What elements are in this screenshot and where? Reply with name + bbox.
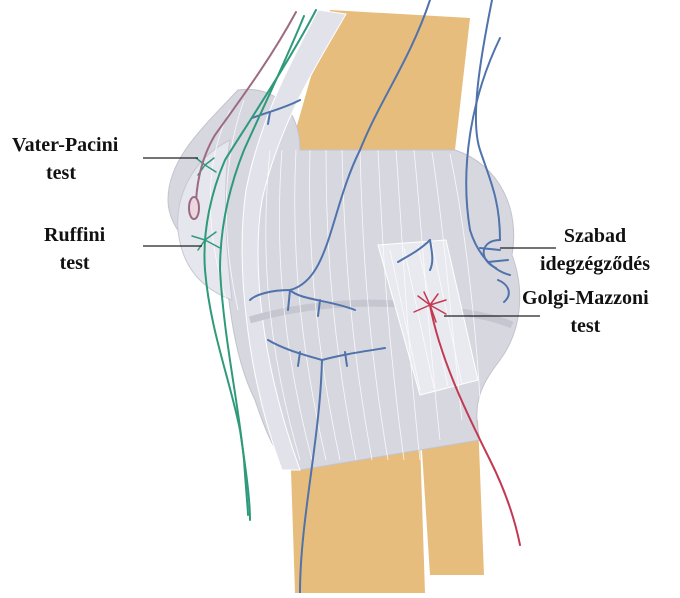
label-ruffini-line1: Ruffini xyxy=(44,224,106,246)
leader-lines xyxy=(143,157,556,317)
green-nerve-2 xyxy=(218,15,305,516)
label-golgi-mazzoni-line2: test xyxy=(570,315,601,337)
label-ruffini: Ruffini test xyxy=(44,221,105,277)
femur-shaft xyxy=(290,10,470,150)
label-golgi-mazzoni-line1: Golgi-Mazzoni xyxy=(522,287,649,309)
bones xyxy=(290,10,484,593)
label-szabad: Szabad idegzégződés xyxy=(540,222,650,278)
label-vater-pacini-line2: test xyxy=(46,162,76,184)
ligament-band xyxy=(241,9,347,471)
label-szabad-line2: idegzégződés xyxy=(540,253,650,275)
capsule-fibers xyxy=(210,99,481,461)
label-vater-pacini: Vater-Pacini test xyxy=(12,131,118,187)
label-vater-pacini-line1: Vater-Pacini xyxy=(12,134,119,156)
pacini-corpuscle xyxy=(188,196,200,220)
green-endings xyxy=(191,157,221,251)
tibia-shaft xyxy=(290,440,425,593)
label-golgi-mazzoni: Golgi-Mazzoni test xyxy=(522,284,649,340)
red-nerve xyxy=(429,304,521,546)
label-ruffini-line2: test xyxy=(59,252,90,274)
blue-nerves xyxy=(249,0,511,594)
golgi-corpuscle xyxy=(413,291,447,323)
label-szabad-line1: Szabad xyxy=(563,225,627,247)
nerves xyxy=(188,0,521,594)
mauve-nerve xyxy=(194,11,297,216)
fibula-shaft xyxy=(420,420,484,575)
joint-capsule xyxy=(167,9,521,471)
